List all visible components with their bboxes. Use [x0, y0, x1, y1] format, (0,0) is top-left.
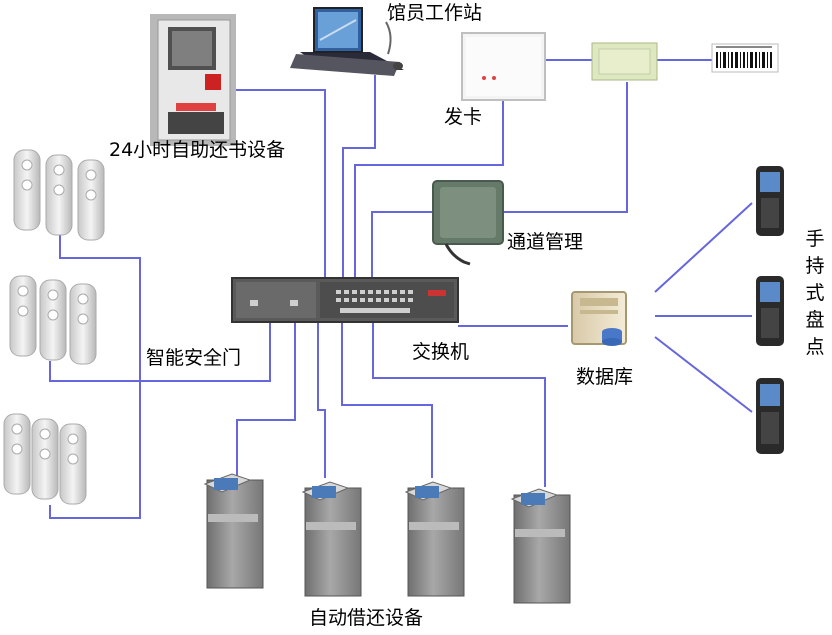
- security-gate-icon: [13, 149, 105, 241]
- handheld-scanner-icon: [756, 166, 784, 236]
- label-card-issue: 发卡: [444, 106, 483, 128]
- card-reader-icon: [461, 32, 546, 101]
- label-switch: 交换机: [412, 341, 470, 363]
- line-kiosk-2: [317, 322, 326, 478]
- label-self-service: 自动借还设备: [309, 607, 424, 629]
- line-kiosk-1: [236, 322, 296, 478]
- label-handheld-inventory: 手持式盘点: [805, 228, 825, 358]
- handheld-scanner-icon: [756, 276, 784, 346]
- self-service-kiosk-icon: [301, 481, 362, 597]
- label-workstation: 馆员工作站: [387, 2, 483, 24]
- self-service-kiosk-icon: [404, 481, 465, 597]
- label-channel-management: 通道管理: [507, 231, 584, 253]
- label-24h-return: 24小时自助还书设备: [109, 139, 286, 161]
- security-gate-icon: [9, 275, 97, 365]
- line-workstation: [342, 75, 376, 278]
- line-kiosk-4: [372, 322, 546, 487]
- line-card-issuer: [354, 100, 504, 278]
- handheld-scanner-icon: [756, 378, 784, 454]
- line-tag-channel: [503, 82, 628, 213]
- barcode-icon: [711, 43, 779, 73]
- server-icon: [571, 291, 627, 346]
- rfid-tag-icon: [591, 42, 658, 81]
- line-handheld-1: [654, 202, 753, 293]
- rfid-antenna-icon: [432, 180, 504, 266]
- label-security-gate: 智能安全门: [146, 347, 242, 369]
- line-return-kiosk: [230, 89, 326, 278]
- line-kiosk-3: [341, 322, 433, 478]
- line-channel: [371, 211, 432, 278]
- self-service-kiosk-icon: [510, 488, 571, 604]
- line-gate-bus: [49, 233, 141, 519]
- security-gate-icon: [3, 413, 87, 505]
- book-drop-kiosk-icon: [150, 14, 236, 146]
- network-switch-icon: [231, 277, 459, 323]
- laptop-icon: [290, 7, 404, 76]
- label-database: 数据库: [576, 366, 634, 388]
- self-service-kiosk-icon: [203, 473, 264, 589]
- line-handheld-3: [654, 336, 753, 413]
